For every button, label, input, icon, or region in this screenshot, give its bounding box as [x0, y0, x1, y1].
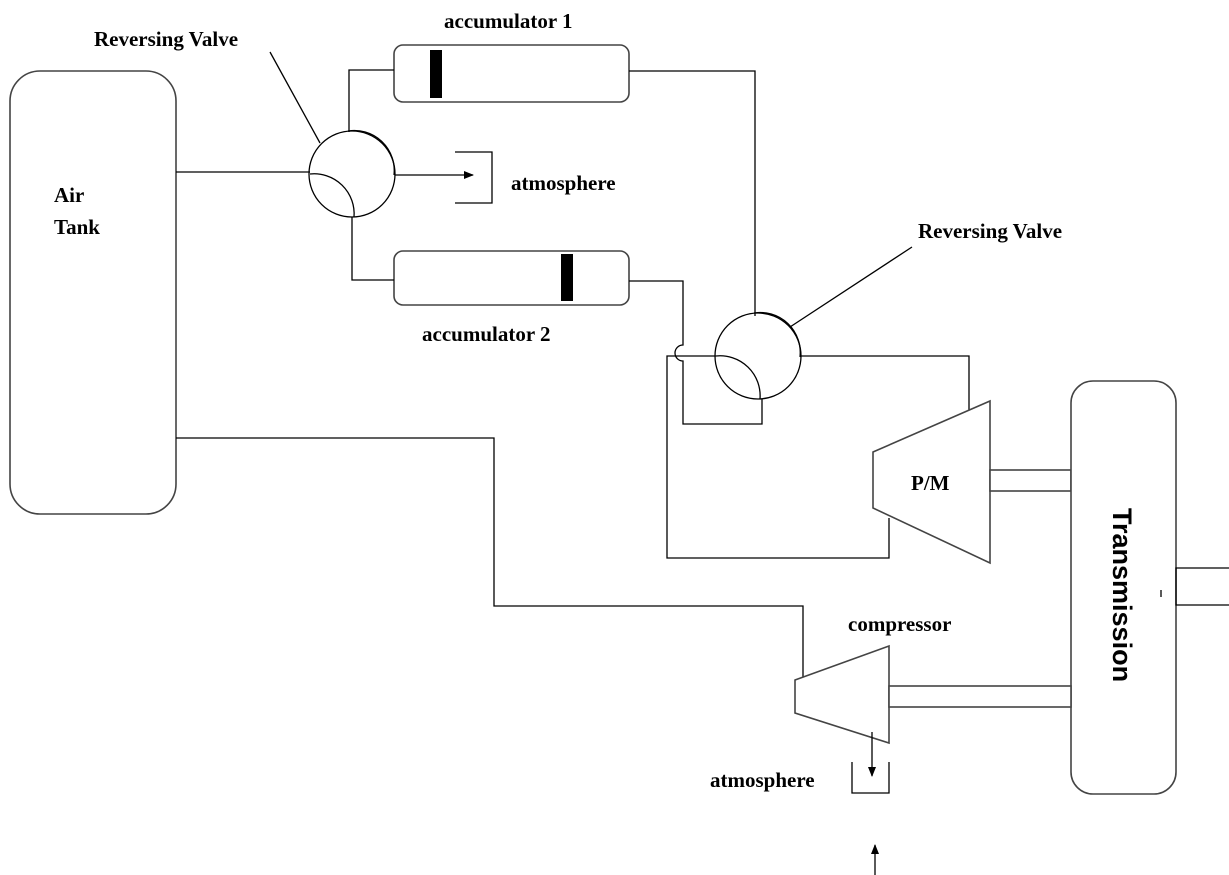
atmosphere-bottom-label: atmosphere	[710, 768, 815, 792]
pump-motor-shaft	[989, 469, 1072, 492]
atmosphere-top-vessel	[455, 151, 493, 204]
pipe-accumulator-1-to-valve-right	[629, 70, 756, 316]
reversing-valve-right-leader	[789, 246, 913, 328]
accumulator-1-label: accumulator 1	[444, 9, 573, 33]
atmosphere-bottom-vessel	[851, 762, 890, 794]
air-tank-label-line1: Air	[54, 183, 84, 207]
pipe-valve-to-accumulator-2	[351, 217, 394, 281]
compressor-shaft	[888, 685, 1072, 708]
reversing-valve-top	[308, 129, 396, 218]
compressor	[794, 644, 890, 745]
pipe-accumulator-2-to-valve-right	[629, 280, 763, 425]
pipe-valve-right-loop-to-pm	[666, 355, 890, 559]
pipe-valve-to-accumulator-1	[348, 69, 394, 132]
accumulator-2	[393, 250, 630, 306]
air-tank	[9, 70, 177, 515]
air-tank-label-line2: Tank	[54, 215, 100, 239]
compressor-label: compressor	[848, 612, 951, 636]
pump-motor	[872, 399, 991, 565]
accumulator-2-piston	[561, 254, 573, 301]
pump-motor-label: P/M	[911, 471, 950, 495]
pipe-valve-right-to-pm	[800, 355, 970, 411]
atmosphere-top-label: atmosphere	[511, 171, 616, 195]
reversing-valve-right	[714, 311, 802, 400]
transmission-label: Transmission	[1107, 508, 1137, 682]
accumulator-2-label: accumulator 2	[422, 322, 551, 346]
reversing-valve-top-label: Reversing Valve	[94, 27, 238, 51]
reversing-valve-top-leader	[269, 51, 321, 144]
reversing-valve-right-label: Reversing Valve	[918, 219, 1062, 243]
pipe-tank-to-compressor	[176, 437, 804, 680]
accumulator-1	[393, 44, 630, 103]
accumulator-1-piston	[430, 50, 442, 98]
transmission-output-shaft	[1175, 567, 1229, 606]
